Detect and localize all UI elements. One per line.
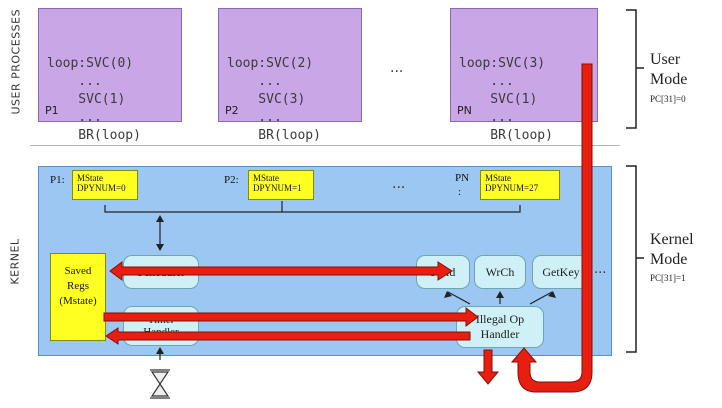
process-p2-name: P2 (225, 104, 239, 117)
mstate-bus (104, 205, 521, 213)
process-p2-code: loop:SVC(2) ... SVC(3) ... BR(loop) (227, 56, 321, 143)
getkey-arrow-head (548, 291, 556, 298)
user-mode-pc: PC[31]=0 (650, 94, 686, 104)
getkey-box: GetKey (532, 255, 590, 289)
user-ellipsis: ... (390, 60, 404, 76)
kernel-pn-label: PN (455, 172, 470, 184)
field-arrow-line (447, 291, 471, 305)
process-p1-code: loop:SVC(0) ... SVC(1) ... BR(loop) (47, 56, 141, 143)
kernel-p1-label: P1: (50, 174, 65, 186)
kernel-mode-bracket (626, 165, 637, 353)
process-pn: loop:SVC(3) ... SVC(1) ... BR(loop) PN (450, 8, 598, 143)
scheduler-arrow-head-up (156, 215, 164, 222)
getkey-arrow-line (529, 291, 553, 305)
process-p2: loop:SVC(2) ... SVC(3) ... BR(loop) P2 (218, 8, 362, 143)
more-handlers-ellipsis: ... (594, 262, 607, 277)
red-arrow-context-switch (109, 261, 453, 281)
wrch-box: WrCh (474, 255, 526, 289)
red-arrow-svc-trap (510, 63, 593, 393)
timer-arrow-head (156, 347, 164, 354)
mode-divider (30, 145, 620, 146)
process-pn-name: PN (457, 104, 472, 117)
user-mode-bracket (626, 9, 637, 129)
process-p1-name: P1 (45, 104, 59, 117)
kernel-pn-colon: : (458, 186, 462, 198)
kernel-p2-label: P2: (224, 174, 239, 186)
kernel-mode-pc: PC[31]=1 (650, 273, 686, 283)
red-arrow-restore-regs (105, 327, 471, 345)
wrch-arrow-head (496, 291, 504, 298)
red-arrow-exit-down (476, 349, 500, 385)
process-pn-code: loop:SVC(3) ... SVC(1) ... BR(loop) (459, 56, 553, 143)
red-arrow-save-regs (103, 307, 479, 327)
clock-hourglass-icon (150, 369, 170, 399)
kernel-ellipsis: ... (392, 176, 406, 192)
scheduler-arrow-head-down (156, 244, 164, 251)
process-p1: loop:SVC(0) ... SVC(1) ... BR(loop) P1 (38, 8, 182, 143)
field-arrow-head (444, 291, 452, 298)
